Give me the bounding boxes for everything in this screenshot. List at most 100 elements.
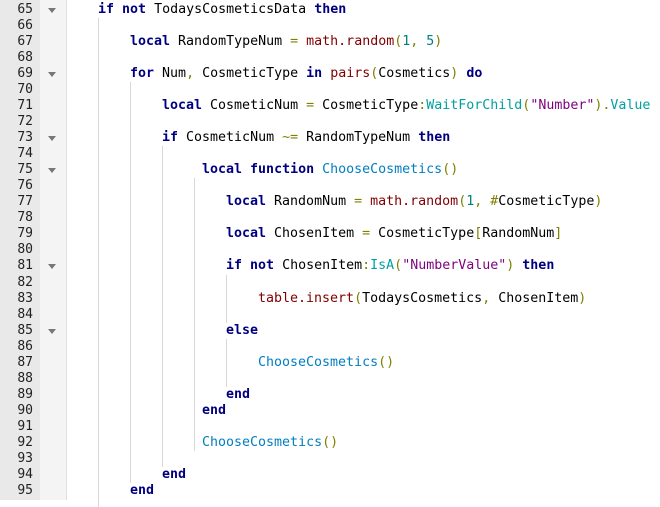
token-id: CosmeticType	[194, 66, 307, 82]
token-fn: ChooseCosmetics	[258, 354, 379, 370]
line-number: 70	[17, 82, 33, 98]
token-id: ChosenItem	[266, 226, 363, 242]
token-mth: IsA	[370, 258, 395, 274]
token-id: ChosenItem	[274, 258, 363, 274]
token-num: 1	[466, 194, 475, 210]
line-number: 86	[17, 338, 33, 354]
token-fn: ChooseCosmetics	[202, 434, 323, 450]
token-op: [	[474, 226, 483, 242]
line-number: 76	[17, 178, 33, 194]
token-kw: for	[130, 66, 155, 82]
token-op: ,	[186, 66, 195, 82]
token-kw: then	[314, 2, 347, 17]
line-number: 67	[17, 34, 33, 50]
token-op: =	[354, 194, 363, 210]
token-id: TodaysCosmetics	[362, 290, 483, 306]
fold-arrow-icon[interactable]	[48, 8, 56, 13]
token-id	[114, 2, 122, 17]
fold-arrow-icon[interactable]	[48, 168, 56, 174]
token-id: CosmeticType	[314, 98, 419, 114]
line-number: 73	[17, 130, 33, 146]
token-op: ()	[442, 162, 459, 178]
indent-guide	[162, 146, 163, 467]
token-op: )	[506, 258, 515, 274]
token-op: (	[458, 194, 467, 210]
token-kw: do	[466, 66, 483, 82]
token-kw: local	[130, 34, 171, 50]
token-kw: end	[226, 386, 251, 402]
code-line: end	[226, 387, 250, 403]
token-kw: if	[98, 2, 115, 17]
token-op: #	[490, 194, 499, 210]
token-id: CosmeticType	[370, 226, 475, 242]
line-number: 71	[17, 98, 33, 114]
indent-guide	[226, 338, 227, 387]
code-line: local CosmeticNum = CosmeticType:WaitFor…	[162, 98, 650, 114]
token-kw: local	[226, 226, 267, 242]
token-kw: function	[250, 162, 315, 178]
token-op: )	[578, 290, 587, 306]
token-kw: else	[226, 322, 259, 338]
indent-guide	[98, 18, 99, 507]
line-number: 91	[17, 418, 33, 434]
code-line: local ChosenItem = CosmeticType[RandomNu…	[226, 226, 562, 242]
token-id	[242, 162, 250, 177]
line-number: 68	[17, 50, 33, 66]
line-number: 66	[17, 18, 33, 34]
fold-margin	[40, 0, 67, 500]
line-number: 90	[17, 402, 33, 418]
line-number: 79	[17, 226, 33, 242]
line-number: 82	[17, 274, 33, 290]
token-op: )	[450, 66, 459, 82]
token-op: =	[306, 98, 315, 114]
token-fn: ChooseCosmetics	[322, 162, 443, 178]
line-number: 74	[17, 146, 33, 162]
token-op: (	[394, 34, 403, 50]
token-id	[314, 162, 322, 177]
token-str: "NumberValue"	[402, 258, 507, 274]
token-id: ChosenItem	[490, 290, 579, 306]
token-op: ,	[482, 290, 491, 306]
line-number: 78	[17, 210, 33, 226]
token-id	[362, 194, 370, 209]
token-kw: end	[202, 402, 227, 418]
line-number: 87	[17, 354, 33, 370]
fold-arrow-icon[interactable]	[48, 328, 56, 334]
code-line: if not ChosenItem:IsA("NumberValue") the…	[226, 258, 554, 274]
fold-arrow-icon[interactable]	[48, 136, 56, 142]
token-id	[242, 258, 250, 273]
indent-guide	[130, 82, 131, 483]
token-bi: table.insert	[258, 290, 355, 306]
token-kw: end	[162, 466, 187, 482]
token-op: :	[362, 258, 371, 274]
token-op: =	[290, 34, 299, 50]
token-id: RandomTypeNum	[170, 34, 291, 50]
token-kw: not	[122, 2, 147, 17]
code-line: local function ChooseCosmetics()	[202, 162, 458, 178]
line-number: 75	[17, 162, 33, 178]
token-mth: Value	[610, 98, 651, 114]
code-line: end	[162, 467, 186, 483]
token-kw: then	[418, 130, 451, 146]
token-id: CosmeticNum	[202, 98, 307, 114]
token-kw: end	[130, 482, 155, 498]
fold-arrow-icon[interactable]	[48, 72, 56, 78]
token-op: ~=	[282, 130, 299, 146]
fold-arrow-icon[interactable]	[48, 264, 56, 270]
token-kw: not	[250, 258, 275, 274]
indent-guide	[194, 178, 195, 451]
code-line: end	[202, 403, 226, 419]
token-bi: pairs	[330, 66, 371, 82]
token-op: )	[594, 194, 603, 210]
token-id: RandomTypeNum	[298, 130, 419, 146]
code-line: ChooseCosmetics()	[258, 355, 394, 371]
token-str: "Number"	[530, 98, 595, 114]
code-line: else	[226, 323, 258, 339]
code-line: for Num, CosmeticType in pairs(Cosmetics…	[130, 66, 482, 82]
token-id: RandomNum	[266, 194, 355, 210]
token-kw: local	[226, 194, 267, 210]
token-bi: math.random	[306, 34, 395, 50]
token-op: (	[370, 66, 379, 82]
code-line: end	[130, 483, 154, 499]
line-number: 81	[17, 258, 33, 274]
